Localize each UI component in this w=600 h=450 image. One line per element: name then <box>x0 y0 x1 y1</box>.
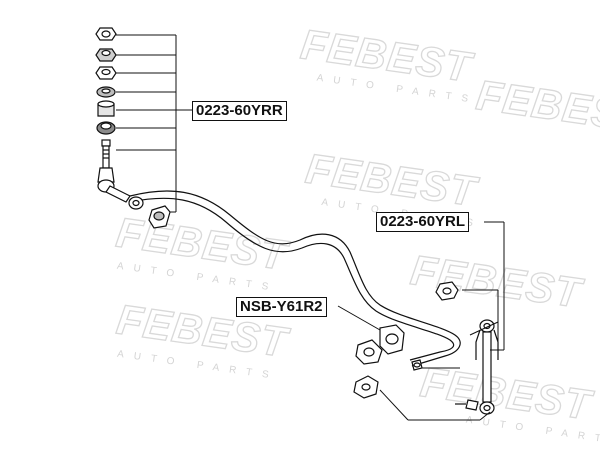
watermark-upper-right: FEBEST <box>473 70 600 142</box>
nut <box>435 281 459 301</box>
link-bottom-eye <box>479 401 495 415</box>
watermark-center-right: FEBEST <box>407 245 587 317</box>
part-number-callout-nsb: NSB-Y61R2 <box>236 297 327 317</box>
stabilizer-bushing-nsb <box>355 324 405 365</box>
watermark-brand: FEBEST <box>408 246 587 317</box>
rear-right-link-hardware <box>95 27 131 203</box>
part-number-callout-yrr: 0223-60YRR <box>192 101 287 121</box>
nut <box>95 66 117 80</box>
bushing <box>96 121 116 135</box>
watermark-lower-right: FEBEST AUTO PARTS <box>417 357 600 448</box>
nut <box>95 48 117 62</box>
nut <box>95 27 117 41</box>
stabilizer-bar <box>129 190 461 367</box>
watermark-brand: FEBEST <box>473 71 600 142</box>
part-number-callout-yrl: 0223-60YRL <box>376 212 470 232</box>
watermark-brand: FEBEST <box>418 358 597 429</box>
bar-end-bushing-right <box>128 196 171 229</box>
washer <box>96 86 116 98</box>
leader-lines-yrl <box>379 221 505 421</box>
link-bolt <box>97 139 115 183</box>
bushing <box>97 100 115 117</box>
leader-lines-yrr <box>116 34 192 213</box>
watermark-center-left: FEBEST AUTO PARTS <box>113 208 293 294</box>
watermark-top: FEBEST AUTO PARTS <box>297 20 478 106</box>
leader-lines-nsb <box>337 305 381 331</box>
link-bolt <box>411 359 479 411</box>
link-end <box>97 179 131 203</box>
rear-left-link-hardware <box>411 281 499 415</box>
link-rod <box>482 331 492 403</box>
mounting-bracket <box>353 375 379 399</box>
